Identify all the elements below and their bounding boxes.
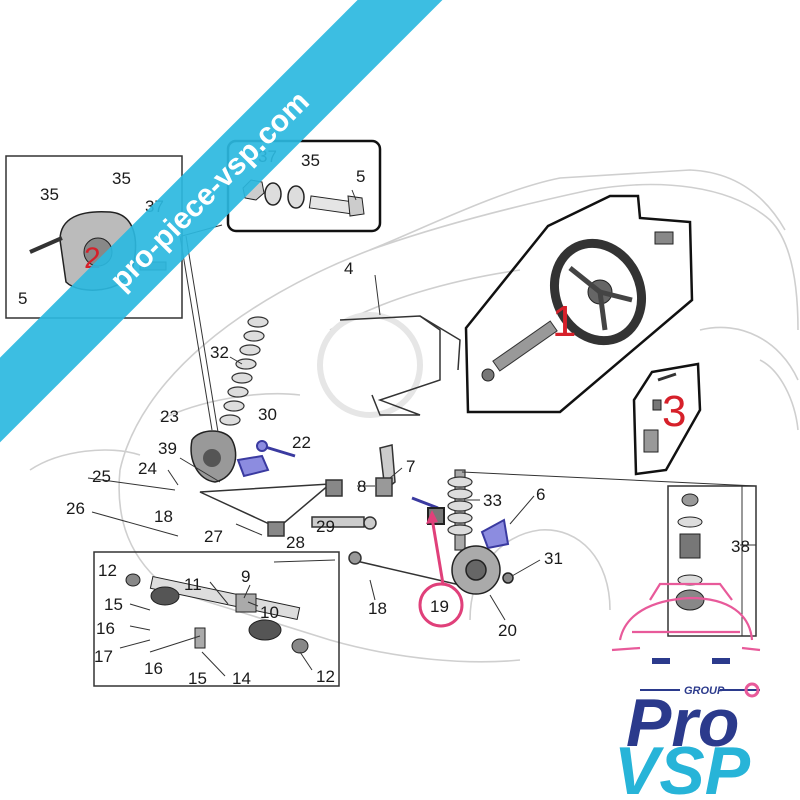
bolt-kit-box <box>226 139 382 233</box>
label-16a: 16 <box>96 619 115 638</box>
label-10: 10 <box>260 603 279 622</box>
steering-rack <box>149 575 301 621</box>
label-33: 33 <box>483 491 502 510</box>
steering-rack-box <box>93 551 340 687</box>
label-23: 23 <box>160 407 179 426</box>
leader-lines <box>87 189 757 677</box>
washer-35b <box>287 185 305 209</box>
label-9: 9 <box>241 567 250 586</box>
ignition-box <box>632 362 702 476</box>
label-20: 20 <box>498 621 517 640</box>
label-18b: 18 <box>368 599 387 618</box>
washer-35a <box>264 182 282 206</box>
callout-3: 3 <box>662 387 686 436</box>
label-18a: 18 <box>154 507 173 526</box>
label-8: 8 <box>357 477 366 496</box>
label-24: 24 <box>138 459 157 478</box>
label-5a: 5 <box>18 289 27 308</box>
wishbone-upper-18 <box>199 479 343 537</box>
logo-pro: Pro <box>626 685 739 761</box>
steering-column <box>492 320 558 372</box>
label-17: 17 <box>94 647 113 666</box>
label-35b: 35 <box>112 169 131 188</box>
label-11: 11 <box>184 575 202 594</box>
label-35a: 35 <box>40 185 59 204</box>
label-25: 25 <box>92 467 111 486</box>
steering-wheel-box <box>464 194 694 414</box>
strut-mount-38 <box>667 485 757 637</box>
coil-spring-32 <box>219 316 269 426</box>
label-12a: 12 <box>98 561 117 580</box>
brake-hub-20 <box>451 545 514 595</box>
label-14: 14 <box>232 669 251 688</box>
logo-group: GROUP <box>684 685 725 697</box>
label-7: 7 <box>406 457 415 476</box>
highlight-arrow <box>418 510 464 628</box>
label-26: 26 <box>66 499 85 518</box>
label-16b: 16 <box>144 659 163 678</box>
label-4: 4 <box>344 259 353 278</box>
hub-carrier-23 <box>190 430 237 483</box>
label-30: 30 <box>258 405 277 424</box>
highlight-circle <box>418 582 464 628</box>
steering-wheel-rim <box>549 238 647 346</box>
bracket-4 <box>339 315 461 416</box>
tie-rod-bracket-30 <box>236 440 296 478</box>
label-6: 6 <box>536 485 545 504</box>
car-body-outline <box>29 169 799 663</box>
label-39: 39 <box>158 439 177 458</box>
ignition-switch <box>643 429 659 453</box>
logo-dot-icon <box>744 682 760 698</box>
label-15a: 15 <box>104 595 123 614</box>
bracket-6 <box>480 518 510 550</box>
label-12b: 12 <box>316 667 335 686</box>
label-29: 29 <box>316 517 335 536</box>
tie-rod-29 <box>311 516 377 530</box>
label-35c: 35 <box>301 151 320 170</box>
label-5b: 5 <box>356 167 365 186</box>
label-38: 38 <box>731 537 750 556</box>
label-22: 22 <box>292 433 311 452</box>
label-15b: 15 <box>188 669 207 688</box>
label-19: 19 <box>430 597 449 616</box>
label-31: 31 <box>544 549 563 568</box>
label-32: 32 <box>210 343 229 362</box>
logo-vsp: VSP <box>614 733 751 800</box>
logo-car-outline-icon <box>611 582 761 652</box>
part-number-labels: 35 35 37 5 37 35 5 4 32 23 30 22 39 25 2… <box>18 147 750 688</box>
upright-7 <box>375 444 396 497</box>
label-27: 27 <box>204 527 223 546</box>
banner-text: pro-piece-vsp.com <box>104 85 316 297</box>
callout-1: 1 <box>552 297 576 346</box>
shock-absorber-33 <box>447 469 473 551</box>
provsp-logo: GROUP Pro VSP <box>611 582 761 800</box>
label-28: 28 <box>286 533 305 552</box>
